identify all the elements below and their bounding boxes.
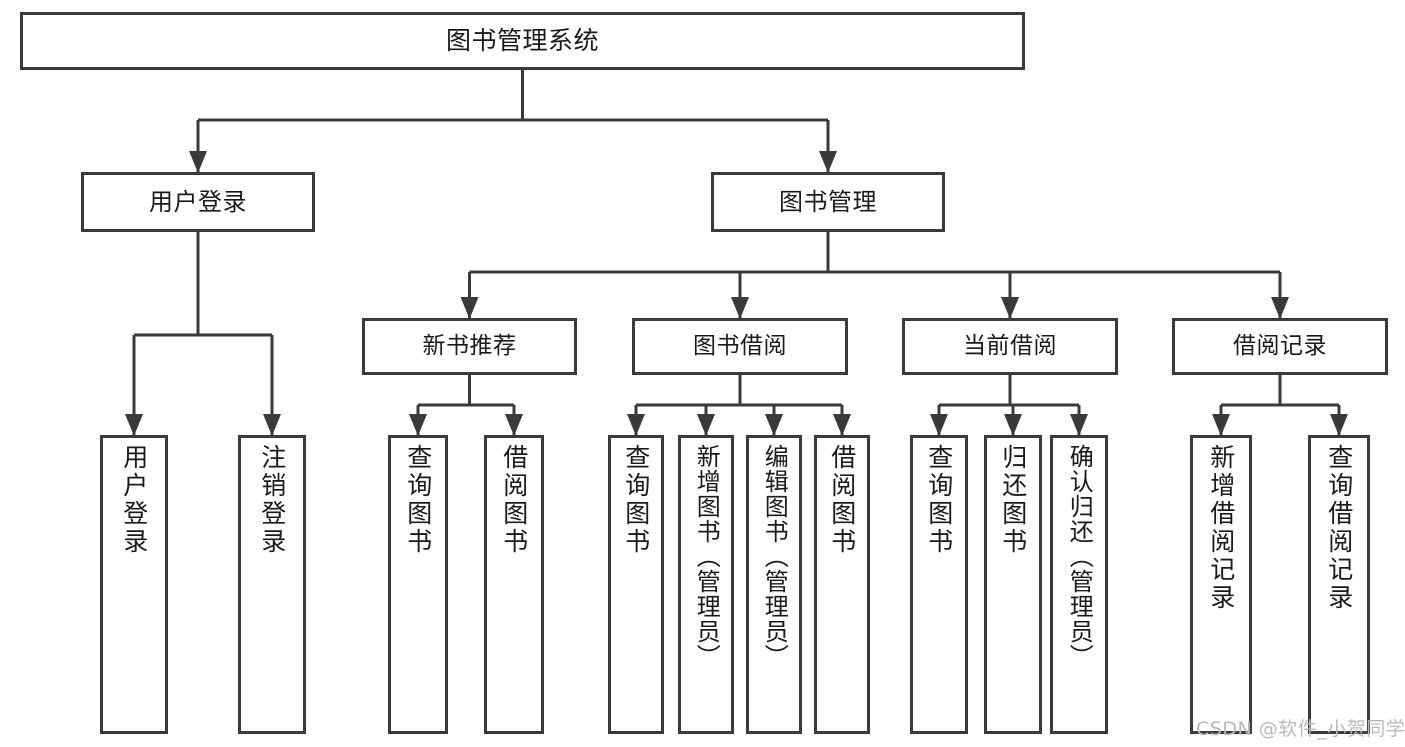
node-current-borrow[interactable]: 当前借阅	[902, 318, 1118, 375]
node-leaf-query-book-2[interactable]: 查询图书	[608, 435, 664, 734]
node-leaf-add-record[interactable]: 新增借阅记录	[1190, 435, 1252, 734]
node-label: 查询图书	[403, 444, 433, 556]
node-label: 用户登录	[119, 444, 149, 556]
node-leaf-edit-book[interactable]: 编辑图书（管理员）	[746, 435, 802, 734]
node-label: 查询图书	[621, 444, 651, 556]
node-leaf-add-book[interactable]: 新增图书（管理员）	[678, 435, 734, 734]
node-label: 编辑图书（管理员）	[760, 444, 789, 669]
node-leaf-user-login[interactable]: 用户登录	[100, 435, 168, 734]
node-label: 当前借阅	[963, 332, 1057, 359]
node-user-login[interactable]: 用户登录	[81, 172, 315, 232]
node-label: 图书管理	[779, 187, 877, 216]
node-book-borrow[interactable]: 图书借阅	[632, 318, 848, 375]
node-label: 新增借阅记录	[1206, 444, 1236, 612]
node-leaf-query-record[interactable]: 查询借阅记录	[1308, 435, 1370, 734]
node-label: 用户登录	[149, 187, 247, 216]
node-label: 图书借阅	[693, 332, 787, 359]
node-leaf-return-book[interactable]: 归还图书	[984, 435, 1042, 734]
node-leaf-query-book-1[interactable]: 查询图书	[388, 435, 448, 734]
node-label: 新书推荐	[422, 332, 517, 359]
node-leaf-confirm-return[interactable]: 确认归还（管理员）	[1050, 435, 1108, 734]
node-leaf-borrow-book-1[interactable]: 借阅图书	[484, 435, 544, 734]
node-leaf-query-book-3[interactable]: 查询图书	[910, 435, 968, 734]
node-root[interactable]: 图书管理系统	[20, 12, 1025, 70]
node-label: 借阅图书	[827, 444, 857, 556]
node-label: 归还图书	[998, 444, 1028, 556]
node-label: 查询借阅记录	[1324, 444, 1354, 612]
node-leaf-borrow-book-2[interactable]: 借阅图书	[814, 435, 870, 734]
node-book-manage[interactable]: 图书管理	[711, 172, 945, 232]
node-label: 图书管理系统	[445, 26, 599, 56]
node-new-book-recommend[interactable]: 新书推荐	[362, 318, 577, 375]
node-leaf-user-logout[interactable]: 注销登录	[238, 435, 306, 734]
node-label: 注销登录	[257, 444, 287, 556]
node-label: 查询图书	[924, 444, 954, 556]
node-label: 借阅图书	[499, 444, 529, 556]
node-label: 新增图书（管理员）	[692, 444, 721, 669]
node-label: 确认归还（管理员）	[1065, 444, 1094, 669]
node-borrow-record[interactable]: 借阅记录	[1172, 318, 1388, 375]
node-label: 借阅记录	[1233, 332, 1327, 359]
csdn-watermark: CSDN @软件_小贺同学	[1196, 718, 1405, 740]
